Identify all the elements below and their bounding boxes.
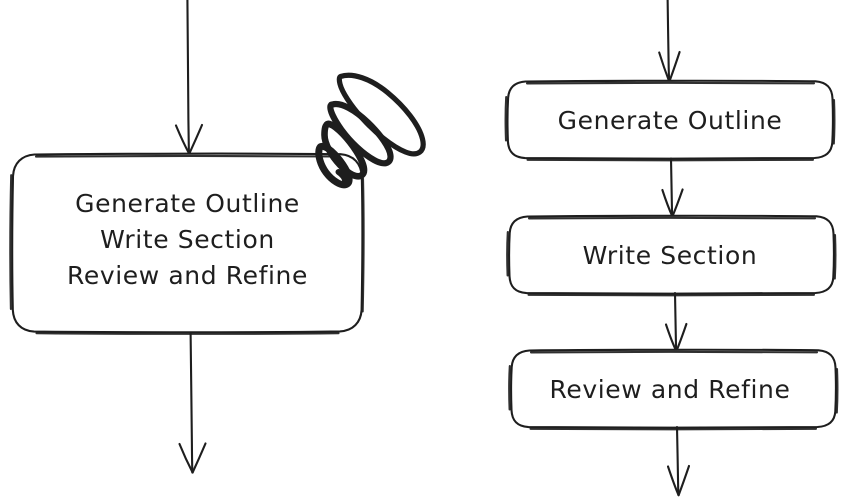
- right-arrow-2: [664, 291, 688, 353]
- right-node-review-and-refine-box[interactable]: [508, 348, 839, 431]
- left-outgoing-arrow: [178, 331, 207, 474]
- right-outgoing-arrow: [666, 425, 691, 497]
- right-arrow-1: [661, 157, 684, 218]
- right-incoming-arrow: [658, 0, 681, 83]
- left-incoming-arrow: [174, 0, 204, 155]
- scribble-annotation: [315, 72, 426, 189]
- left-merged-node-box[interactable]: [9, 152, 365, 335]
- right-node-generate-outline-box[interactable]: [504, 79, 836, 162]
- right-node-write-section-box[interactable]: [506, 214, 837, 297]
